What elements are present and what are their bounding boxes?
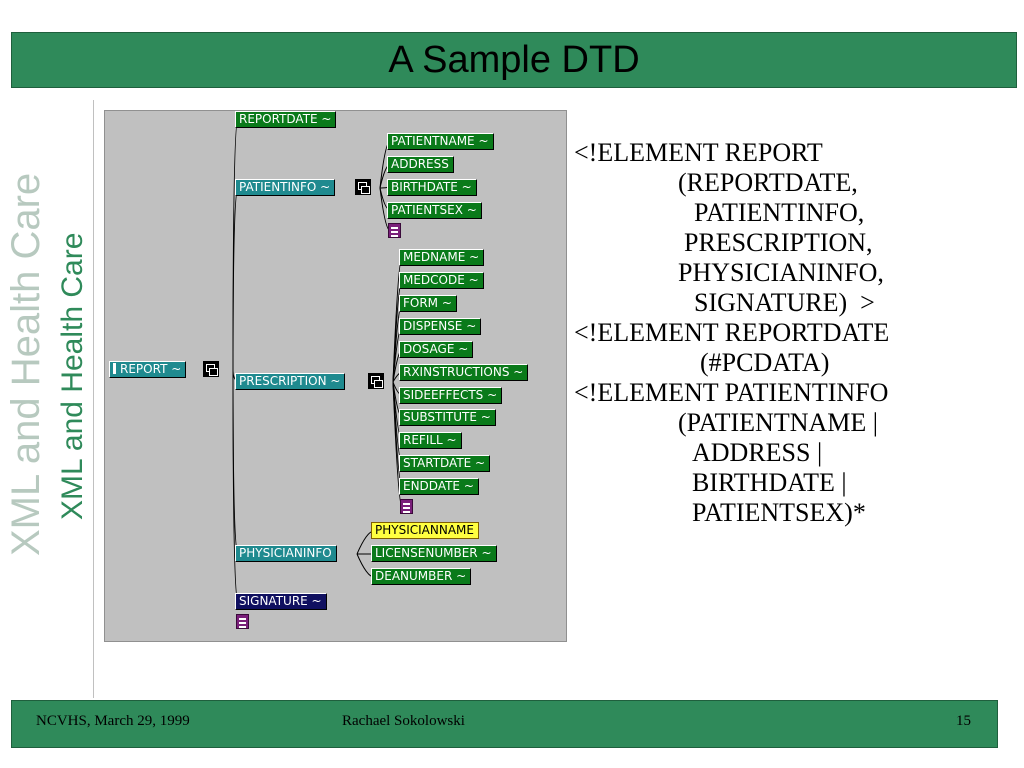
tree-node-refill[interactable]: REFILL ~ — [399, 432, 462, 449]
repeat-list-icon[interactable] — [400, 499, 413, 514]
tree-node-patientinfo[interactable]: PATIENTINFO ~ — [235, 179, 336, 196]
dtd-line: PATIENTINFO, — [694, 198, 865, 227]
tree-node-licensenumber[interactable]: LICENSENUMBER ~ — [371, 545, 497, 562]
node-marker — [113, 363, 116, 374]
side-label: XML and Health Care — [56, 232, 89, 520]
dtd-line: SIGNATURE) > — [694, 288, 875, 317]
tree-node-patientsex[interactable]: PATIENTSEX ~ — [387, 202, 482, 219]
side-divider — [93, 100, 94, 698]
slide-title-bar: A Sample DTD — [11, 32, 1017, 88]
tree-node-sideeffects[interactable]: SIDEEFFECTS ~ — [399, 387, 503, 404]
tree-node-reportdate[interactable]: REPORTDATE ~ — [235, 111, 337, 128]
dtd-line: (#PCDATA) — [700, 348, 830, 377]
choice-group-icon[interactable] — [355, 179, 371, 195]
tree-node-label: REPORT ~ — [120, 362, 182, 376]
dtd-line: (PATIENTNAME | — [678, 408, 878, 437]
dtd-line: PHYSICIANINFO, — [678, 258, 884, 287]
tree-node-medcode[interactable]: MEDCODE ~ — [399, 272, 484, 289]
repeat-list-icon[interactable] — [236, 614, 249, 629]
side-label-shadow: XML and Health Care — [4, 172, 48, 556]
tree-node-form[interactable]: FORM ~ — [399, 295, 457, 312]
tree-node-dispense[interactable]: DISPENSE ~ — [399, 318, 482, 335]
sequence-group-icon[interactable] — [368, 373, 384, 389]
tree-node-prescription[interactable]: PRESCRIPTION ~ — [235, 373, 346, 390]
tree-node-address[interactable]: ADDRESS — [387, 156, 454, 173]
dtd-tree-diagram: REPORT ~ REPORTDATE ~ PATIENTINFO ~ PATI… — [104, 110, 567, 642]
tree-node-physicianname[interactable]: PHYSICIANNAME — [371, 522, 479, 539]
tree-node-enddate[interactable]: ENDDATE ~ — [399, 478, 479, 495]
footer-date: NCVHS, March 29, 1999 — [36, 713, 190, 729]
dtd-line: BIRTHDATE | — [692, 468, 847, 497]
tree-node-patientname[interactable]: PATIENTNAME ~ — [387, 133, 494, 150]
dtd-line: <!ELEMENT REPORT — [574, 138, 823, 167]
dtd-line: (REPORTDATE, — [678, 168, 858, 197]
dtd-line: PATIENTSEX)* — [692, 498, 866, 527]
tree-node-birthdate[interactable]: BIRTHDATE ~ — [387, 179, 477, 196]
footer-author: Rachael Sokolowski — [342, 713, 465, 729]
slide-title: A Sample DTD — [388, 38, 640, 81]
tree-node-rxinstructions[interactable]: RXINSTRUCTIONS ~ — [399, 364, 529, 381]
tree-node-deanumber[interactable]: DEANUMBER ~ — [371, 568, 472, 585]
dtd-line: <!ELEMENT PATIENTINFO — [574, 378, 889, 407]
tree-node-report[interactable]: REPORT ~ — [109, 361, 187, 378]
dtd-line: <!ELEMENT REPORTDATE — [574, 318, 890, 347]
footer-page-number: 15 — [956, 713, 971, 729]
dtd-declarations: <!ELEMENT REPORT (REPORTDATE, PATIENTINF… — [574, 138, 1014, 528]
repeat-list-icon[interactable] — [388, 223, 401, 238]
tree-node-signature[interactable]: SIGNATURE ~ — [235, 593, 327, 610]
tree-node-dosage[interactable]: DOSAGE ~ — [399, 341, 474, 358]
dtd-line: PRESCRIPTION, — [684, 228, 873, 257]
tree-node-medname[interactable]: MEDNAME ~ — [399, 249, 485, 266]
slide-footer: NCVHS, March 29, 1999 Rachael Sokolowski… — [11, 700, 998, 748]
dtd-line: ADDRESS | — [692, 438, 823, 467]
tree-node-substitute[interactable]: SUBSTITUTE ~ — [399, 409, 496, 426]
tree-node-startdate[interactable]: STARTDATE ~ — [399, 455, 491, 472]
sequence-group-icon[interactable] — [203, 361, 219, 377]
tree-node-physicianinfo[interactable]: PHYSICIANINFO — [235, 545, 337, 562]
